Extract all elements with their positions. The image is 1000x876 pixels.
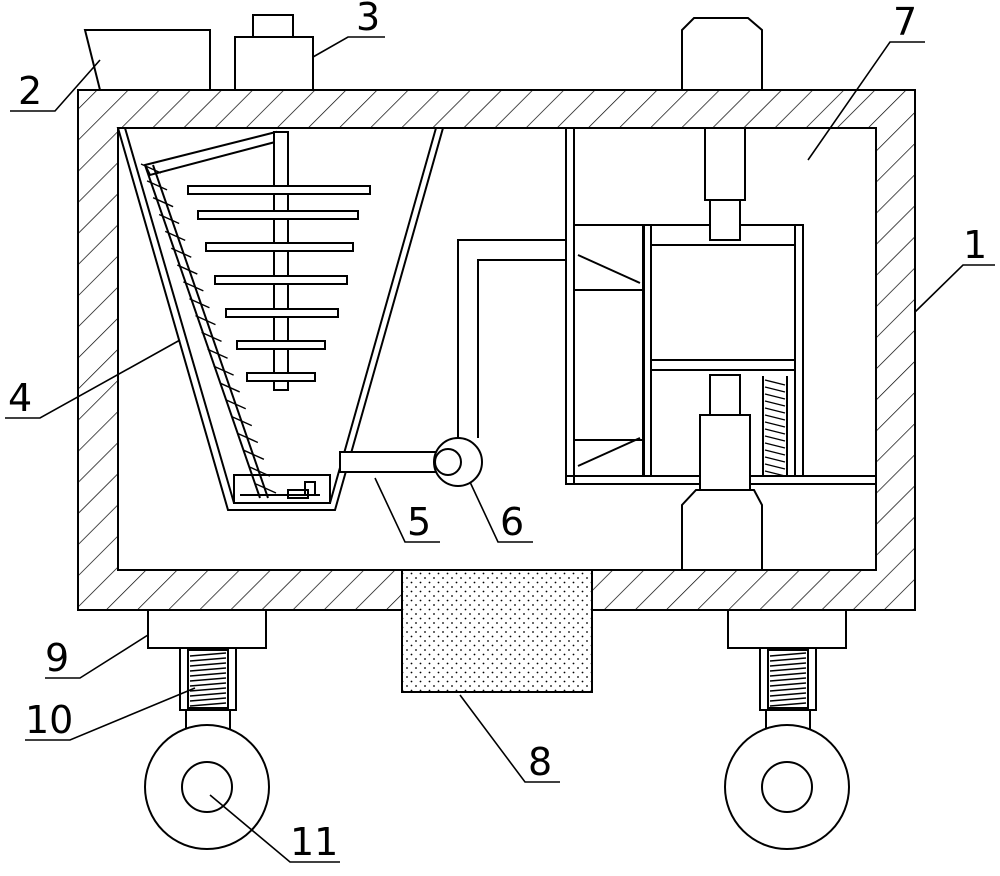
spring-coil <box>764 379 786 386</box>
spring-coil <box>769 657 807 662</box>
stirrer-blade <box>187 185 371 195</box>
spring-coil <box>764 421 786 428</box>
spring-coil <box>764 456 786 463</box>
screw-flight <box>201 331 222 343</box>
press-top-motor <box>681 17 763 91</box>
screw-flight <box>146 180 168 191</box>
wheel-right <box>724 724 850 850</box>
spring-coil <box>764 407 786 414</box>
callout-10: 10 <box>25 698 73 742</box>
screw-flight <box>255 483 277 494</box>
screw-flight <box>140 163 162 174</box>
spring-coil <box>769 662 807 667</box>
callout-7: 7 <box>893 0 917 44</box>
stirrer-blade <box>236 340 326 350</box>
filter-box <box>401 569 593 693</box>
press-chamber <box>565 127 877 571</box>
callout-2: 2 <box>18 69 42 113</box>
spring-coil <box>189 687 227 692</box>
callout-8: 8 <box>528 740 552 784</box>
spring-coil <box>189 682 227 687</box>
spring-coil <box>189 662 227 667</box>
stirrer <box>187 131 371 391</box>
spring-coil <box>189 667 227 672</box>
spring-coil <box>189 652 227 657</box>
screw-flight <box>219 382 240 393</box>
screw-flight <box>207 348 228 359</box>
stirrer-blade <box>246 372 316 382</box>
delivery-pipe <box>457 239 568 438</box>
screw-flight <box>170 247 192 258</box>
mount-block-right <box>727 609 847 649</box>
stirrer-blade <box>225 308 339 318</box>
callout-6: 6 <box>500 500 524 544</box>
spring-coil <box>769 687 807 692</box>
screw-flights <box>140 163 277 494</box>
spring-coil <box>769 652 807 657</box>
top-motor <box>234 14 314 91</box>
callout-1: 1 <box>963 223 987 267</box>
spring-coil <box>189 692 227 697</box>
shock-spring-right <box>759 647 817 737</box>
callout-9: 9 <box>45 636 69 680</box>
spring-coil <box>764 400 786 407</box>
screw-flight <box>177 264 198 275</box>
screw-flight <box>158 213 180 225</box>
spring-coil <box>769 667 807 672</box>
spring-coil <box>764 449 786 456</box>
screw-flight <box>237 432 259 444</box>
shock-spring-left <box>179 647 237 737</box>
spring-coil <box>764 386 786 393</box>
callout-11: 11 <box>290 820 338 864</box>
spring-coil <box>764 435 786 442</box>
spring-coil <box>189 657 227 662</box>
spring-coil <box>764 393 786 400</box>
press-spring <box>764 379 786 477</box>
stirrer-blade <box>214 275 348 285</box>
wheel-left <box>144 724 270 850</box>
spring-coil <box>764 428 786 435</box>
screw-flight <box>225 399 247 410</box>
screw-flight <box>195 314 216 326</box>
screw-flight <box>152 197 174 208</box>
screw-flight <box>213 365 234 376</box>
spring-coil <box>189 677 227 682</box>
spring-coil <box>769 682 807 687</box>
feed-hopper <box>83 29 211 91</box>
spring-coil <box>189 697 227 702</box>
stirrer-blades <box>187 185 371 382</box>
stirrer-blade <box>205 242 354 252</box>
spring-coil <box>769 702 807 707</box>
spring-coil <box>189 702 227 707</box>
stirrer-blade <box>197 210 359 220</box>
callout-5: 5 <box>407 500 431 544</box>
spring-coil <box>189 672 227 677</box>
screw-flight <box>231 415 253 427</box>
screw-flight <box>249 466 271 477</box>
screw-flight <box>243 449 265 460</box>
screw-flight <box>164 230 186 242</box>
spring-coil <box>769 677 807 682</box>
callout-labels: 1 2 3 4 5 6 7 8 9 10 11 <box>8 0 987 864</box>
spring-coil <box>764 470 786 477</box>
screw-flight <box>183 281 204 292</box>
mount-block-left <box>147 609 267 649</box>
spring-coil <box>764 414 786 421</box>
spring-coil <box>769 672 807 677</box>
screw-conveyor <box>140 130 281 499</box>
callout-4: 4 <box>8 376 32 420</box>
spring-coil <box>764 463 786 470</box>
spring-coil <box>764 442 786 449</box>
spring-coil <box>769 692 807 697</box>
callout-3: 3 <box>356 0 380 39</box>
leader-lines <box>5 36 995 863</box>
pump <box>433 437 483 487</box>
spring-coil <box>769 697 807 702</box>
screw-flight <box>189 298 210 309</box>
outlet-pipe <box>339 451 441 473</box>
